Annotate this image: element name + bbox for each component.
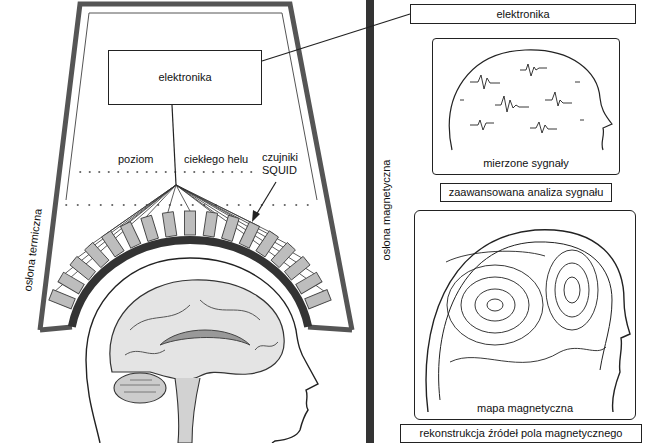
sensor-label: czujniki SQUID: [262, 151, 324, 177]
field-contour: [564, 277, 580, 303]
brainstem: [175, 378, 200, 443]
electronics-box: elektronika: [410, 4, 636, 24]
map-panel: mapa magnetyczna: [414, 210, 636, 420]
process-box: zaawansowana analiza sygnału: [440, 183, 612, 202]
magnetic-shield: [366, 0, 374, 443]
cerebellum: [114, 373, 166, 403]
squid-sensor: [305, 290, 331, 309]
signal-trace: [545, 92, 572, 106]
helium-level: [66, 204, 318, 206]
field-contour: [450, 347, 606, 362]
squid-sensor: [162, 212, 176, 237]
squid-sensor: [141, 215, 159, 241]
level-label: ciekłego helu: [184, 153, 248, 166]
node-text: zaawansowana analiza sygnału: [449, 186, 604, 199]
signal-trace: [460, 82, 584, 120]
signal-trace: [470, 75, 500, 89]
shield-label: osłona termiczna: [21, 208, 44, 292]
signal-trace: [530, 122, 557, 133]
squid-sensor: [203, 212, 217, 237]
field-contour: [461, 277, 529, 333]
leader-line: [256, 182, 276, 215]
squid-sensor: [120, 222, 140, 248]
corpus-callosum: [160, 330, 250, 345]
squid-sensor: [85, 242, 109, 267]
brain-gyrus: [255, 342, 278, 350]
brain-gyrus: [200, 300, 260, 320]
squid-sensor: [239, 222, 259, 248]
head-outline: [86, 258, 318, 443]
cerebellum-folds: [120, 380, 160, 392]
leader-arrowhead: [252, 210, 260, 222]
signal-trace: [520, 64, 547, 76]
squid-sensor: [271, 242, 295, 267]
squid-sensor: [58, 272, 84, 294]
squid-sensor: [70, 256, 96, 280]
field-contour: [555, 263, 589, 317]
signal-trace: [495, 96, 529, 112]
node-text: elektronika: [158, 71, 211, 84]
brain-gyrus: [130, 305, 190, 330]
field-contour: [447, 265, 543, 345]
level-label: poziom: [118, 153, 153, 166]
squid-sensor: [49, 290, 75, 309]
electronics-box: elektronika: [108, 50, 262, 105]
squid-sensor: [222, 215, 240, 241]
node-text: mierzone sygnały: [480, 157, 572, 170]
squid-sensor: [185, 211, 196, 235]
node-text: rekonstrukcja źródeł pola magnetycznego: [419, 427, 622, 440]
field-contour: [475, 289, 515, 321]
signal-panel: mierzone sygnały: [432, 38, 620, 175]
thermal-shield-join: [40, 327, 72, 330]
squid-sensor: [256, 231, 279, 257]
shield-label: osłona magnetyczna: [380, 160, 393, 261]
squid-sensor: [284, 256, 310, 280]
thermal-shield-join: [308, 327, 352, 330]
field-line: [168, 185, 176, 212]
signal-trace: [470, 120, 494, 130]
node-text: mapa magnetyczna: [474, 402, 576, 415]
connector-line: [262, 14, 410, 61]
field-contour: [446, 251, 545, 262]
helium-level: [80, 171, 255, 173]
squid-sensor: [102, 231, 125, 257]
skull-outline: [439, 242, 612, 400]
brain: [110, 280, 284, 380]
cable: [172, 105, 176, 185]
squid-sensor: [296, 272, 322, 294]
head-outline: [449, 50, 612, 150]
brain-gyrus: [125, 350, 165, 355]
field-contour: [487, 299, 503, 311]
head-outline: [426, 230, 630, 412]
field-contour: [546, 250, 598, 330]
node-text: elektronika: [496, 8, 549, 21]
process-box: rekonstrukcja źródeł pola magnetycznego: [400, 424, 642, 443]
